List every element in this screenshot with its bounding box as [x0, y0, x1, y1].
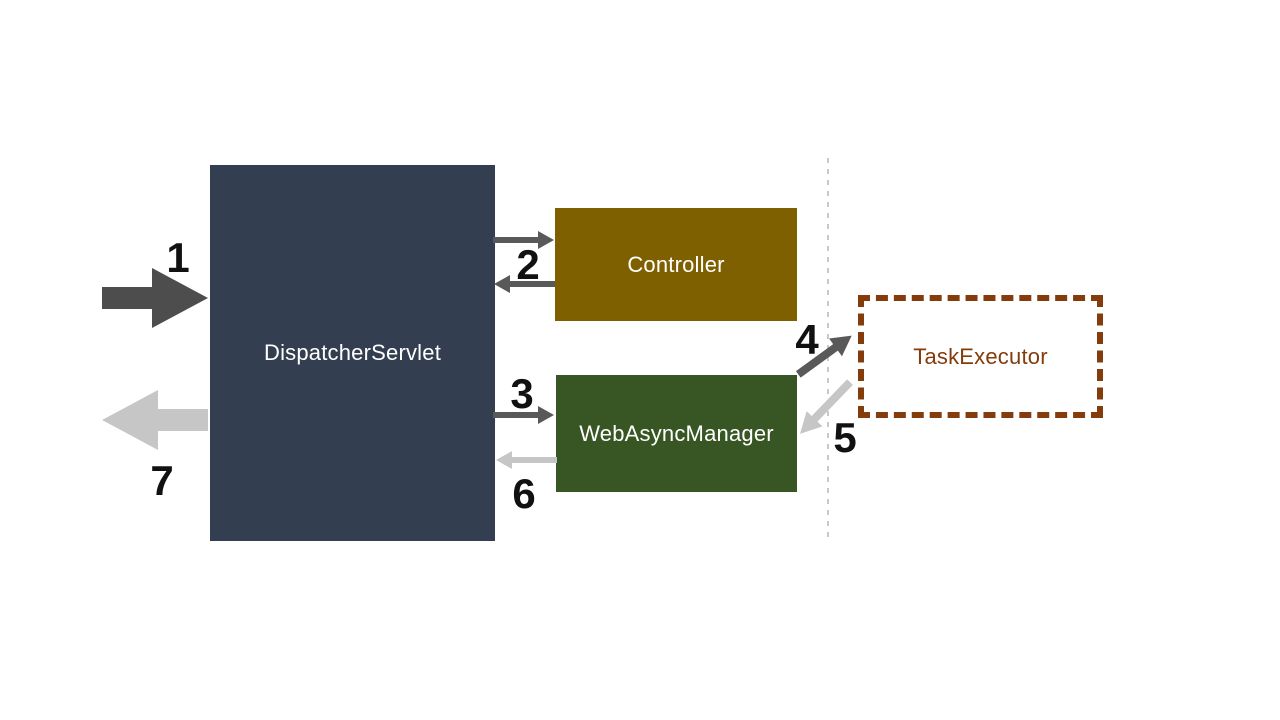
arrow-step-4-to-task-executor-icon: [795, 335, 852, 378]
arrow-step-5-from-task-executor-icon: [799, 379, 853, 434]
controller-label: Controller: [627, 251, 725, 277]
arrow-shape: [102, 390, 208, 450]
task-executor-label: TaskExecutor: [913, 343, 1048, 369]
dispatcher-servlet-label: DispatcherServlet: [263, 340, 442, 365]
controller-box: Controller: [555, 208, 797, 321]
step-6-label: 6: [512, 470, 536, 517]
arrow-step-3-to-web-async-icon: [493, 406, 554, 424]
arrow-shape: [795, 335, 852, 378]
web-async-manager-label: WebAsyncManager: [579, 420, 774, 446]
arrow-shape: [493, 406, 554, 424]
arrow-step-6-from-web-async-icon: [496, 451, 557, 469]
web-async-manager-box: WebAsyncManager: [556, 375, 797, 492]
arrow-step-1-request-in-icon: [102, 268, 208, 328]
arrow-step-2-to-controller-icon: [493, 231, 554, 249]
arrow-shape: [799, 379, 853, 434]
step-7-label: 7: [150, 457, 174, 504]
step-4-label: 4: [795, 316, 819, 363]
arrow-shape: [102, 268, 208, 328]
step-2-label: 2: [516, 241, 540, 288]
step-1-label: 1: [166, 234, 190, 281]
task-executor-box: TaskExecutor: [858, 295, 1103, 418]
arrow-shape: [493, 231, 554, 249]
arrow-step-2-from-controller-icon: [494, 275, 555, 293]
step-5-label: 5: [833, 414, 857, 461]
arrow-shape: [494, 275, 555, 293]
arrow-shape: [496, 451, 557, 469]
arrow-step-7-response-out-icon: [102, 390, 208, 450]
step-3-label: 3: [510, 370, 534, 417]
dispatcher-servlet-box: DispatcherServlet: [210, 165, 495, 541]
